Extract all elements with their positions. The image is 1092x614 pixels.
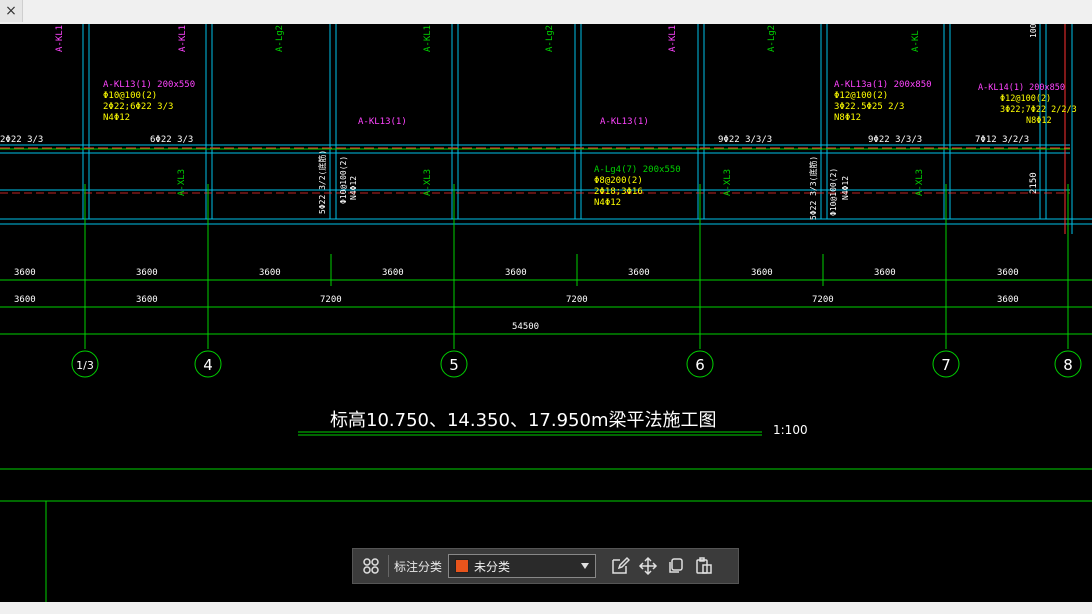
- svg-text:A-KL1: A-KL1: [668, 25, 678, 52]
- svg-text:3600: 3600: [505, 268, 527, 278]
- svg-text:5Φ22 3/3(底筋): 5Φ22 3/3(底筋): [808, 156, 818, 220]
- edit-icon: [612, 556, 631, 574]
- column-lines: [82, 24, 1047, 219]
- svg-text:Φ12@100(2): Φ12@100(2): [1000, 94, 1051, 104]
- svg-text:2Φ18;3Φ16: 2Φ18;3Φ16: [594, 187, 643, 197]
- svg-text:A-XL3: A-XL3: [423, 169, 433, 196]
- svg-text:N4Φ12: N4Φ12: [594, 198, 621, 208]
- svg-text:Φ12@100(2): Φ12@100(2): [834, 91, 888, 101]
- svg-text:2150: 2150: [1029, 172, 1039, 194]
- svg-text:9Φ22 3/3/3: 9Φ22 3/3/3: [868, 135, 922, 145]
- move-icon: [638, 556, 658, 576]
- category-value: 未分类: [474, 559, 511, 574]
- category-label: 标注分类: [394, 559, 443, 574]
- toolbar-divider: [388, 555, 389, 577]
- axis-label: 1/3: [76, 359, 94, 372]
- svg-text:N4Φ12: N4Φ12: [841, 176, 850, 200]
- category-color-swatch: [455, 559, 470, 573]
- paste-button[interactable]: [690, 552, 718, 580]
- kl13a1-tag: A-KL13a(1) 200x850: [834, 80, 932, 90]
- chevron-down-icon: [581, 563, 590, 569]
- svg-text:3600: 3600: [997, 295, 1019, 305]
- svg-text:N4Φ12: N4Φ12: [349, 176, 358, 200]
- svg-text:3600: 3600: [997, 268, 1019, 278]
- move-button[interactable]: [634, 552, 662, 580]
- axis-label: 7: [941, 356, 951, 374]
- svg-text:A-Lg2: A-Lg2: [767, 25, 777, 52]
- svg-text:3600: 3600: [14, 268, 36, 278]
- lg4-tag: A-Lg4(7) 200x550: [594, 165, 681, 175]
- svg-text:A-XL3: A-XL3: [723, 169, 733, 196]
- svg-text:A-KL: A-KL: [911, 30, 921, 52]
- svg-text:7200: 7200: [812, 295, 834, 305]
- svg-text:A-KL13(1): A-KL13(1): [600, 117, 649, 127]
- beam-band: [0, 24, 1092, 234]
- dimension-text: 3600 3600 3600 3600 3600 3600 3600 3600 …: [14, 268, 1019, 332]
- svg-text:2Φ22;6Φ22 3/3: 2Φ22;6Φ22 3/3: [103, 102, 173, 112]
- axis-bubbles: [71, 350, 1082, 378]
- copy-icon: [669, 558, 683, 573]
- svg-text:Φ8@200(2): Φ8@200(2): [594, 176, 643, 186]
- svg-text:Φ10@100(2): Φ10@100(2): [103, 91, 157, 101]
- svg-text:A-Lg2: A-Lg2: [545, 25, 555, 52]
- axis-label: 5: [449, 356, 459, 374]
- axis-label: 4: [203, 356, 213, 374]
- svg-text:9Φ22 3/3/3: 9Φ22 3/3/3: [718, 135, 772, 145]
- cad-canvas[interactable]: A-KL13(1) 200x550 Φ10@100(2) 2Φ22;6Φ22 3…: [0, 24, 1092, 602]
- svg-text:3600: 3600: [382, 268, 404, 278]
- svg-text:N8Φ12: N8Φ12: [834, 113, 861, 123]
- dimension-lines: [0, 184, 1092, 602]
- svg-text:A-Lg2: A-Lg2: [275, 25, 285, 52]
- svg-text:7Φ12 3/2/3: 7Φ12 3/2/3: [975, 135, 1029, 145]
- svg-text:54500: 54500: [512, 322, 539, 332]
- paste-icon: [696, 557, 712, 574]
- svg-text:A-XL3: A-XL3: [915, 169, 925, 196]
- copy-button[interactable]: [662, 552, 690, 580]
- edit-button[interactable]: [606, 552, 634, 580]
- svg-text:3600: 3600: [874, 268, 896, 278]
- svg-text:6Φ22 3/3: 6Φ22 3/3: [150, 135, 193, 145]
- svg-text:A-KL1: A-KL1: [423, 25, 433, 52]
- svg-text:3600: 3600: [751, 268, 773, 278]
- drawing-scale: 1:100: [773, 423, 808, 437]
- beam-annotations: A-KL13(1) 200x550 Φ10@100(2) 2Φ22;6Φ22 3…: [0, 24, 1077, 220]
- svg-text:5Φ22 3/2(底筋): 5Φ22 3/2(底筋): [317, 150, 327, 214]
- svg-text:Φ10@100(2): Φ10@100(2): [339, 156, 348, 204]
- svg-text:A-KL1: A-KL1: [178, 25, 188, 52]
- axis-label: 6: [695, 356, 705, 374]
- kl13a-tag: A-KL13(1) 200x550: [103, 80, 195, 90]
- svg-text:3600: 3600: [628, 268, 650, 278]
- svg-text:3Φ22;7Φ22 2/2/3: 3Φ22;7Φ22 2/2/3: [1000, 105, 1077, 115]
- svg-text:N4Φ12: N4Φ12: [103, 113, 130, 123]
- svg-text:Φ10@100(2): Φ10@100(2): [829, 168, 838, 216]
- svg-text:A-XL3: A-XL3: [177, 169, 187, 196]
- svg-text:3600: 3600: [136, 268, 158, 278]
- category-dropdown[interactable]: 未分类: [448, 554, 597, 578]
- drawing-title: 标高10.750、14.350、17.950m梁平法施工图: [330, 410, 716, 431]
- tab-strip: ×: [0, 0, 1092, 24]
- svg-text:3600: 3600: [136, 295, 158, 305]
- svg-text:A-KL1: A-KL1: [55, 25, 65, 52]
- axis-label: 8: [1063, 356, 1073, 374]
- svg-text:1000: 1000: [1029, 24, 1038, 38]
- svg-text:A-KL13(1): A-KL13(1): [358, 117, 407, 127]
- svg-text:3600: 3600: [259, 268, 281, 278]
- svg-text:3Φ22.5Φ25 2/3: 3Φ22.5Φ25 2/3: [834, 102, 904, 112]
- svg-text:3600: 3600: [14, 295, 36, 305]
- svg-text:2Φ22 3/3: 2Φ22 3/3: [0, 135, 43, 145]
- kl14-tag: A-KL14(1) 200x850: [978, 83, 1065, 93]
- svg-text:7200: 7200: [566, 295, 588, 305]
- status-strip: [0, 602, 1092, 614]
- grid-icon[interactable]: [359, 554, 383, 578]
- close-tab-button[interactable]: ×: [0, 0, 23, 22]
- svg-text:7200: 7200: [320, 295, 342, 305]
- annotation-toolbar: 标注分类 未分类: [352, 548, 739, 584]
- svg-text:N8Φ12: N8Φ12: [1026, 116, 1052, 126]
